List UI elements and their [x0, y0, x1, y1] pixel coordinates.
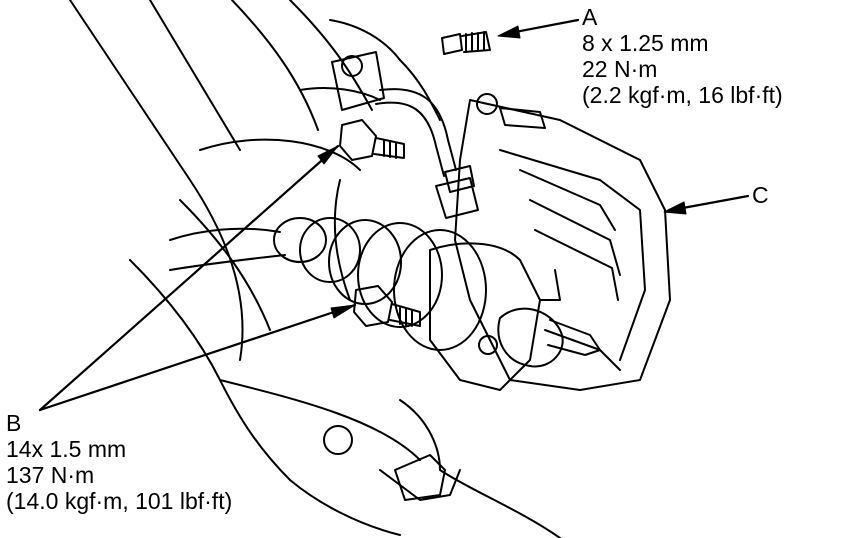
callout-a-letter: A [582, 4, 598, 30]
bolt-a [441, 31, 491, 55]
driveshaft-boot [169, 217, 487, 351]
leader-line-b-lower [38, 303, 357, 412]
bolt-b-lower [353, 285, 421, 327]
callout-b-torque-alt: (14.0 kgf·m, 101 lbf·ft) [6, 488, 233, 514]
arrowhead-b-upper [317, 145, 339, 165]
callout-b-torque: 137 N·m [6, 462, 95, 488]
hub-assembly [323, 242, 541, 501]
leader-line-b-upper [38, 144, 340, 412]
bolt-b-upper [339, 119, 405, 161]
callout-a: A 8 x 1.25 mm 22 N·m (2.2 kgf·m, 16 lbf·… [582, 4, 783, 108]
arrowhead-b-lower [330, 304, 356, 319]
callout-a-size: 8 x 1.25 mm [582, 30, 709, 56]
brake-hose [331, 51, 479, 219]
callout-b-size: 14x 1.5 mm [6, 436, 127, 462]
arrowhead-a [497, 25, 521, 39]
leader-arrowheads [317, 25, 687, 319]
callout-c: C [752, 182, 769, 208]
arrowhead-c [663, 201, 687, 215]
brake-caliper [454, 93, 671, 391]
callout-a-torque-alt: (2.2 kgf·m, 16 lbf·ft) [582, 82, 783, 108]
callout-b: B 14x 1.5 mm 137 N·m (14.0 kgf·m, 101 lb… [6, 410, 232, 514]
callout-a-torque: 22 N·m [582, 56, 658, 82]
callout-b-letter: B [6, 410, 22, 436]
callout-c-letter: C [752, 182, 769, 208]
